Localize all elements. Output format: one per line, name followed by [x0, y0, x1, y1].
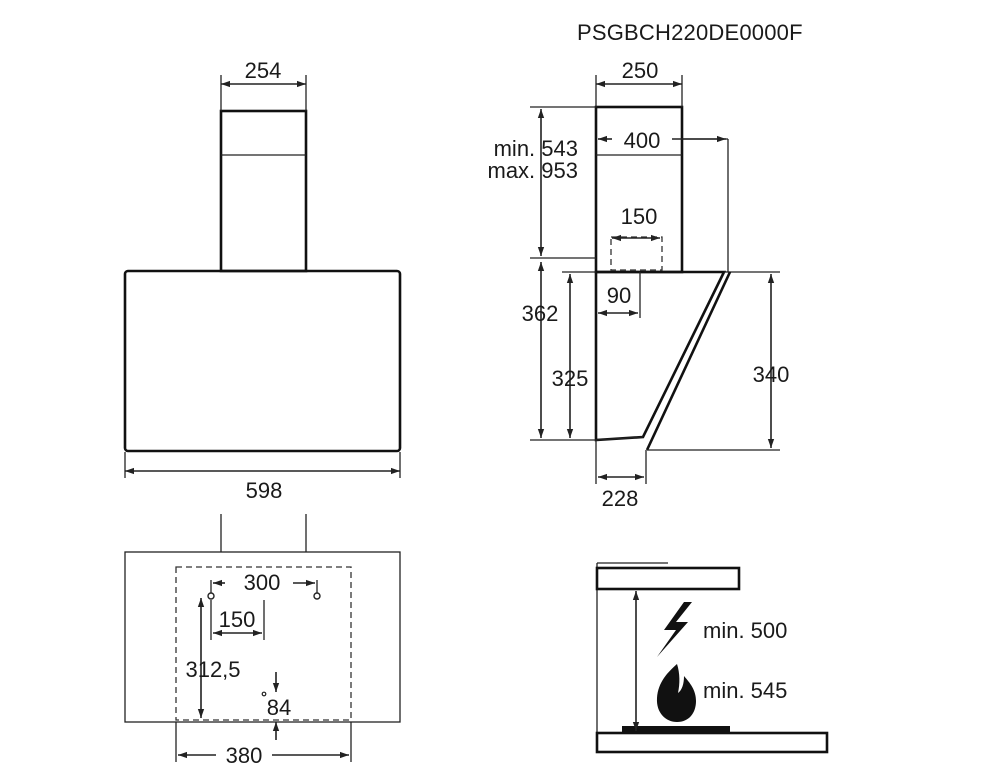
mounting-view: 300 150 312,5 84 380 [124, 514, 401, 768]
chimney-depth-label: 250 [622, 58, 659, 83]
hob-burner [622, 726, 730, 733]
clearance-hob [595, 731, 829, 754]
mounting-outline [124, 551, 401, 723]
outlet-hidden [610, 236, 663, 271]
gas-min-label: min. 545 [703, 678, 787, 703]
front-view: 254 598 [123, 58, 402, 503]
mounting-hole-left [207, 592, 215, 600]
hole-spacing-label: 300 [244, 570, 281, 595]
glass-panel [645, 271, 732, 451]
hole-offset-label: 150 [219, 607, 256, 632]
side-view: 250 400 min. 543 max. 953 150 90 362 325 [488, 58, 790, 511]
clearance-hood [595, 566, 741, 591]
lightning-icon [657, 602, 692, 657]
total-height-label: 362 [522, 301, 559, 326]
outlet-width-label: 150 [621, 204, 658, 229]
front-height-label: 340 [753, 362, 790, 387]
clearance-view: min. 500 min. 545 [595, 562, 829, 754]
outlet-depth-label: 90 [607, 283, 631, 308]
chimney-height-max-label: max. 953 [488, 158, 579, 183]
template-width-label: 380 [226, 743, 263, 768]
mounting-template [175, 566, 352, 721]
electric-min-label: min. 500 [703, 618, 787, 643]
mounting-hole-right [313, 592, 321, 600]
front-hood-body [123, 269, 402, 453]
front-chimney [219, 109, 308, 273]
model-code: PSGBCH220DE0000F [577, 20, 803, 45]
bottom-offset-label: 84 [267, 695, 291, 720]
outlet-offset-label: 400 [624, 128, 661, 153]
mounting-hole-bottom [261, 691, 267, 697]
hole-height-label: 312,5 [185, 657, 240, 682]
chimney-height-min-label: min. 543 [494, 136, 578, 161]
chimney-width-label: 254 [245, 58, 282, 83]
flame-icon [656, 664, 696, 722]
back-height-label: 325 [552, 366, 589, 391]
hood-bottom [595, 436, 644, 441]
bottom-depth-label: 228 [602, 486, 639, 511]
hood-width-label: 598 [246, 478, 283, 503]
